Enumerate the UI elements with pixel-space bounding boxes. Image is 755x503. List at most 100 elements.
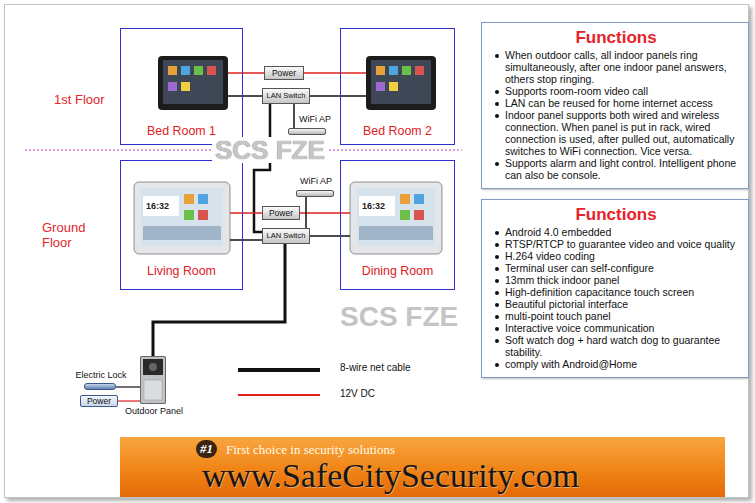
dock-bar [143,226,221,240]
bullet-item: Interactive voice communication [492,322,740,334]
clock-digits: 16:32 [362,201,385,212]
app-icon [389,66,398,75]
room-name: Bed Room 2 [341,123,454,139]
rank-emblem: #1 [196,440,217,458]
cable-connector [310,95,340,97]
device-caption: Electric Lock [69,370,133,381]
cable-connector [310,235,340,237]
watermark: SCS FZE [340,302,458,332]
app-icon [415,66,424,75]
functions-box: FunctionsAndroid 4.0 embeddedRTSP/RTCP t… [481,199,749,378]
room-box: Dining Room [340,160,455,290]
bullet-text: H.264 video coding [505,250,740,262]
tablet-frame [134,182,230,254]
device-caption: WiFi AP [299,114,331,125]
bullet-item: High-definition capacitance touch screen [492,286,740,298]
power-wire [230,212,243,214]
wifi-ap: WiFi AP [288,128,326,135]
bullet-dot [495,114,499,118]
bullet-text: Supports room-room video call [505,85,740,97]
outdoor-panel-art [140,356,166,404]
app-icon [198,210,208,220]
keypad [144,380,162,400]
power-wire [228,72,243,74]
tablet-frame [366,56,436,110]
bullet-item: When outdoor calls, all indoor panels ri… [492,49,740,85]
bullet-item: Supports alarm and light control. Intell… [492,157,740,181]
app-icon [194,66,203,75]
bullet-item: Android 4.0 embedded [492,226,740,238]
bullet-dot [495,243,499,247]
cable-connector [305,197,307,228]
device-label: LAN Switch [267,92,306,100]
cable-connector [304,72,340,74]
device-label: LAN Switch [267,232,306,240]
device-label: Power [87,397,111,406]
net-wire [340,95,366,97]
clock-digits: 16:32 [146,201,169,212]
bullet-dot [495,90,499,94]
indoor-tablet [158,56,228,110]
bullet-item: comply with Android@Home [492,358,740,370]
bullet-text: Terminal user can self-configure [505,262,740,274]
camera-window [143,359,163,375]
bullet-item: Terminal user can self-configure [492,262,740,274]
app-icon [181,82,190,91]
bullet-text: Interactive voice communication [505,322,740,334]
tablet-frame [158,56,228,110]
cable-connector [118,400,140,401]
bullet-text: Beautiful pictorial interface [505,298,740,310]
bullet-item: Beautiful pictorial interface [492,298,740,310]
clock-panel [359,196,395,216]
bullet-item: H.264 video coding [492,250,740,262]
app-icon [400,210,410,220]
bullet-text: When outdoor calls, all indoor panels ri… [505,49,740,85]
camera-lens [149,363,157,371]
tablet-screen [163,60,223,104]
bullet-text: multi-point touch panel [505,310,740,322]
device-caption: Outdoor Panel [111,406,197,417]
bullet-dot [495,279,499,283]
bullet-dot [495,255,499,259]
bullet-item: multi-point touch panel [492,310,740,322]
bullet-item: 13mm thick indoor panel [492,274,740,286]
bullet-text: 13mm thick indoor panel [505,274,740,286]
app-icon [184,194,194,204]
bullet-item: Soft watch dog + hard watch dog to guara… [492,334,740,358]
power-box: Power [80,395,118,407]
bullet-text: Soft watch dog + hard watch dog to guara… [505,334,740,358]
bullet-text: comply with Android@Home [505,358,740,370]
bullet-text: RTSP/RTCP to guarantee video and voice q… [505,238,740,250]
cable-connector [153,244,285,356]
net-wire [230,239,243,241]
dock-bar [359,226,433,240]
device-box: Power [262,206,300,220]
app-icon [414,210,424,220]
legend-text: 12V DC [340,388,375,400]
bullet-dot [495,303,499,307]
device-box: LAN Switch [262,88,310,104]
room-box: Living Room [120,160,243,290]
bullet-item: Supports room-room video call [492,85,740,97]
bullet-dot [495,315,499,319]
device-box: Power [264,66,304,80]
bullet-text: Supports alarm and light control. Intell… [505,157,740,181]
bullet-dot [495,54,499,58]
functions-box: FunctionsWhen outdoor calls, all indoor … [481,22,749,189]
app-icon [400,194,410,204]
device-label: Power [269,209,293,218]
panel-body [140,356,166,404]
cable-connector [243,95,262,97]
bullet-text: Indoor panel supports both wired and wir… [505,109,740,157]
bullet-dot [495,231,499,235]
bullet-item: LAN can be reused for home internet acce… [492,97,740,109]
cable-connector [293,104,295,128]
bullet-text: High-definition capacitance touch screen [505,286,740,298]
bullet-item: Indoor panel supports both wired and wir… [492,109,740,157]
app-icon [184,210,194,220]
bullet-text: Android 4.0 embedded [505,226,740,238]
device-caption: WiFi AP [300,176,332,187]
device-box: LAN Switch [262,228,310,244]
app-icon [414,194,424,204]
